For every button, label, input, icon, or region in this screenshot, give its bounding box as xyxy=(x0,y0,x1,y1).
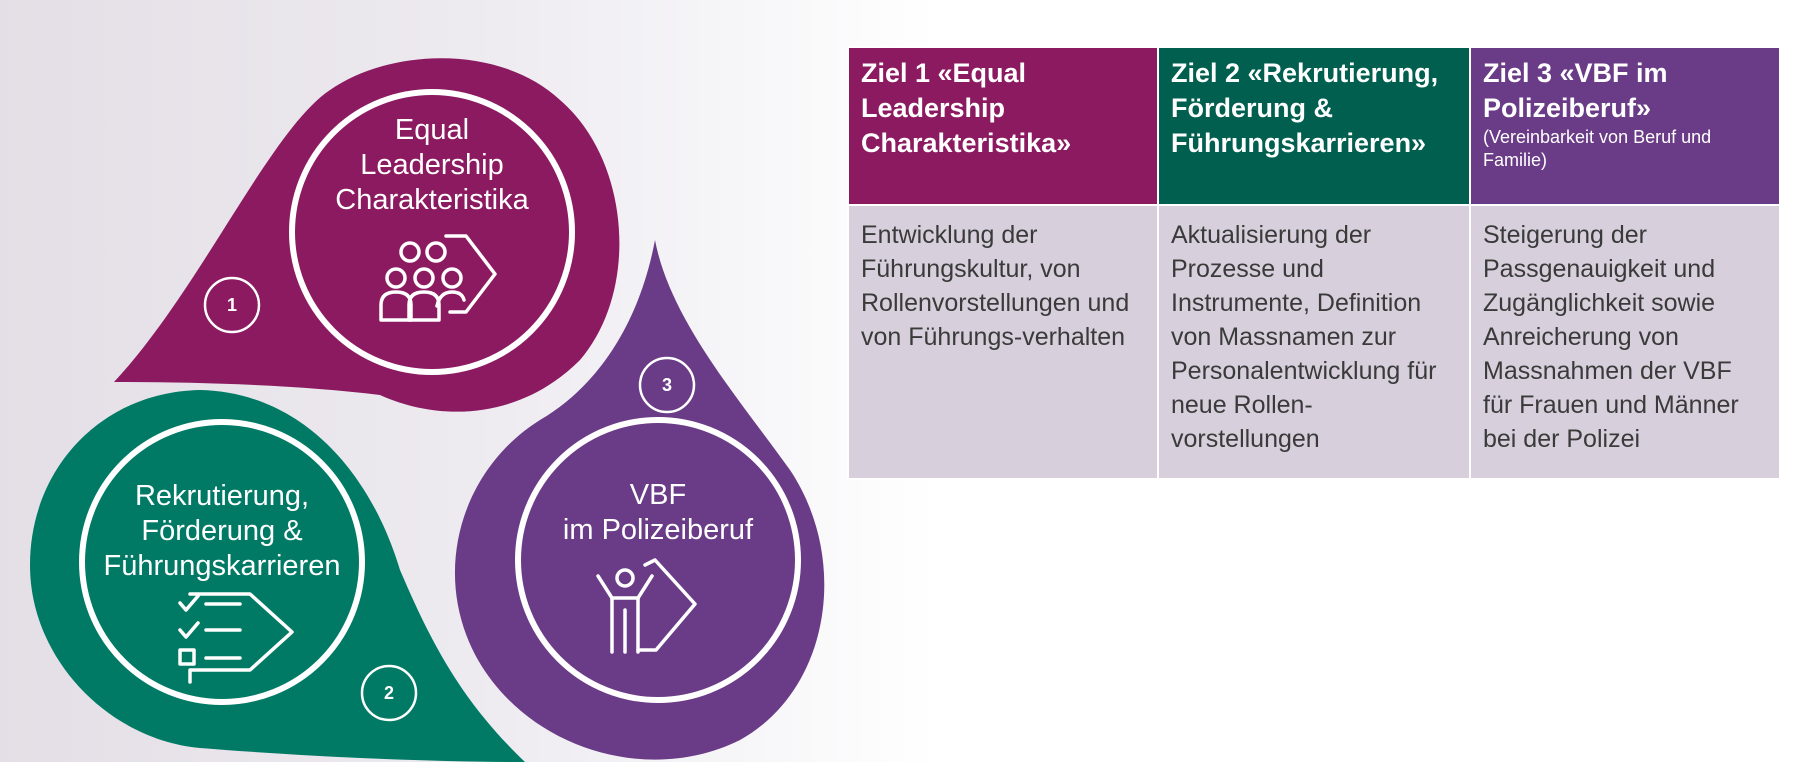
node-2-number: 2 xyxy=(384,683,394,703)
node-1-number: 1 xyxy=(227,295,237,315)
node-3-number: 3 xyxy=(662,375,672,395)
node-2-label-line-2: Förderung & xyxy=(141,515,302,547)
goal-1-title: Ziel 1 «Equal Leadership Charakteristika… xyxy=(861,58,1072,158)
node-2-rekrutierung: Rekrutierung, Förderung & Führungskarrie… xyxy=(30,390,525,762)
goal-1-description: Entwicklung der Führungskultur, von Roll… xyxy=(847,204,1159,480)
goal-3-title: Ziel 3 «VBF im Polizeiberuf» xyxy=(1483,58,1668,123)
node-2-label-line-1: Rekrutierung, xyxy=(135,480,309,512)
goal-3-header: Ziel 3 «VBF im Polizeiberuf» (Vereinbark… xyxy=(1469,46,1781,206)
node-2-ring xyxy=(79,419,365,705)
goals-diagram: Equal Leadership Charakteristika 1 Rekru… xyxy=(30,58,825,762)
goals-body-row: Entwicklung der Führungskultur, von Roll… xyxy=(847,204,1781,480)
node-1-drop-shape xyxy=(114,58,620,412)
node-2-label-line-3: Führungskarrieren xyxy=(104,550,341,582)
goal-2-title: Ziel 2 «Rekrutierung, Förderung & Führun… xyxy=(1171,58,1439,158)
goal-2-header: Ziel 2 «Rekrutierung, Förderung & Führun… xyxy=(1157,46,1471,206)
node-3-label-line-1: VBF xyxy=(630,479,686,511)
node-3-number-badge xyxy=(638,356,696,414)
person-arms-raised-arrow-icon xyxy=(596,558,697,654)
goals-table: Ziel 1 «Equal Leadership Charakteristika… xyxy=(847,46,1781,480)
node-3-vbf: VBF im Polizeiberuf 3 xyxy=(454,240,825,760)
node-1-equal-leadership: Equal Leadership Charakteristika 1 xyxy=(114,58,620,412)
node-2-number-badge xyxy=(360,664,418,722)
goal-1-header: Ziel 1 «Equal Leadership Charakteristika… xyxy=(847,46,1159,206)
node-3-ring xyxy=(515,417,801,703)
node-3-drop-shape xyxy=(454,240,825,760)
node-1-number-badge xyxy=(203,276,261,334)
node-1-label-line-2: Leadership xyxy=(360,149,504,181)
people-group-arrow-icon xyxy=(379,234,497,322)
node-3-label-line-2: im Polizeiberuf xyxy=(563,514,754,546)
checklist-arrow-icon xyxy=(178,592,294,684)
node-1-ring xyxy=(289,89,575,375)
goal-3-subtitle: (Vereinbarkeit von Beruf und Familie) xyxy=(1483,127,1712,170)
goal-3-description: Steigerung der Passgenauigkeit und Zugän… xyxy=(1469,204,1781,480)
node-1-label-line-3: Charakteristika xyxy=(335,184,529,216)
node-1-label-line-1: Equal xyxy=(395,114,469,146)
goals-header-row: Ziel 1 «Equal Leadership Charakteristika… xyxy=(847,46,1781,206)
goal-2-description: Aktualisierung der Prozesse und Instrume… xyxy=(1157,204,1471,480)
